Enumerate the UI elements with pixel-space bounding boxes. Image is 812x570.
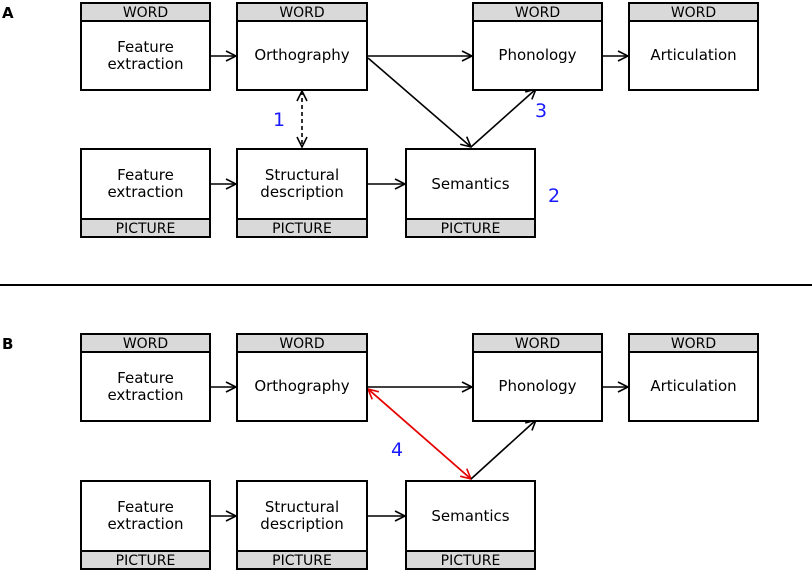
articulation-label: Articulation xyxy=(650,377,737,395)
arrow-b-orthography-semantics-red xyxy=(368,389,471,479)
panel-b-label: B xyxy=(2,335,14,353)
picture-tag: PICTURE xyxy=(238,550,366,569)
word-tag: WORD xyxy=(82,4,209,22)
route-number-1: 1 xyxy=(273,109,286,131)
a-structural-description-box: Structural description PICTURE xyxy=(236,148,368,238)
structural-description-label: Structural description xyxy=(260,498,344,533)
b-articulation-box: WORD Articulation xyxy=(628,333,759,422)
panel-a-label: A xyxy=(2,4,14,22)
a-phonology-box: WORD Phonology xyxy=(472,2,603,91)
b-orthography-box: WORD Orthography xyxy=(236,333,368,422)
a-orthography-box: WORD Orthography xyxy=(236,2,368,91)
phonology-label: Phonology xyxy=(498,46,577,64)
b-picture-feature-extraction-box: Feature extraction PICTURE xyxy=(80,480,211,570)
word-tag: WORD xyxy=(630,335,757,353)
a-semantics-box: Semantics PICTURE xyxy=(405,148,536,238)
word-tag: WORD xyxy=(238,335,366,353)
feature-extraction-label: Feature extraction xyxy=(107,37,184,73)
a-picture-feature-extraction-box: Feature extraction PICTURE xyxy=(80,148,211,238)
feature-extraction-label: Feature extraction xyxy=(107,368,184,404)
arrow-a-orthography-to-semantics xyxy=(367,57,471,147)
structural-description-label: Structural description xyxy=(260,166,344,201)
word-tag: WORD xyxy=(474,335,601,353)
orthography-label: Orthography xyxy=(254,46,350,64)
picture-tag: PICTURE xyxy=(238,218,366,237)
route-number-3: 3 xyxy=(535,100,548,122)
picture-tag: PICTURE xyxy=(82,218,209,237)
picture-tag: PICTURE xyxy=(407,218,534,237)
route-number-2: 2 xyxy=(548,185,561,207)
word-tag: WORD xyxy=(238,4,366,22)
feature-extraction-label: Feature extraction xyxy=(107,166,184,201)
arrow-b-semantics-to-phonology xyxy=(470,420,536,480)
orthography-label: Orthography xyxy=(254,377,350,395)
b-phonology-box: WORD Phonology xyxy=(472,333,603,422)
b-semantics-box: Semantics PICTURE xyxy=(405,480,536,570)
b-word-feature-extraction-box: WORD Feature extraction xyxy=(80,333,211,422)
phonology-label: Phonology xyxy=(498,377,577,395)
articulation-label: Articulation xyxy=(650,46,737,64)
feature-extraction-label: Feature extraction xyxy=(107,498,184,533)
arrow-a-semantics-to-phonology xyxy=(470,89,536,148)
word-tag: WORD xyxy=(630,4,757,22)
semantics-label: Semantics xyxy=(431,174,510,193)
a-word-feature-extraction-box: WORD Feature extraction xyxy=(80,2,211,91)
word-tag: WORD xyxy=(474,4,601,22)
picture-tag: PICTURE xyxy=(82,550,209,569)
semantics-label: Semantics xyxy=(431,506,510,525)
b-structural-description-box: Structural description PICTURE xyxy=(236,480,368,570)
route-number-4: 4 xyxy=(391,439,404,461)
a-articulation-box: WORD Articulation xyxy=(628,2,759,91)
picture-tag: PICTURE xyxy=(407,550,534,569)
word-tag: WORD xyxy=(82,335,209,353)
